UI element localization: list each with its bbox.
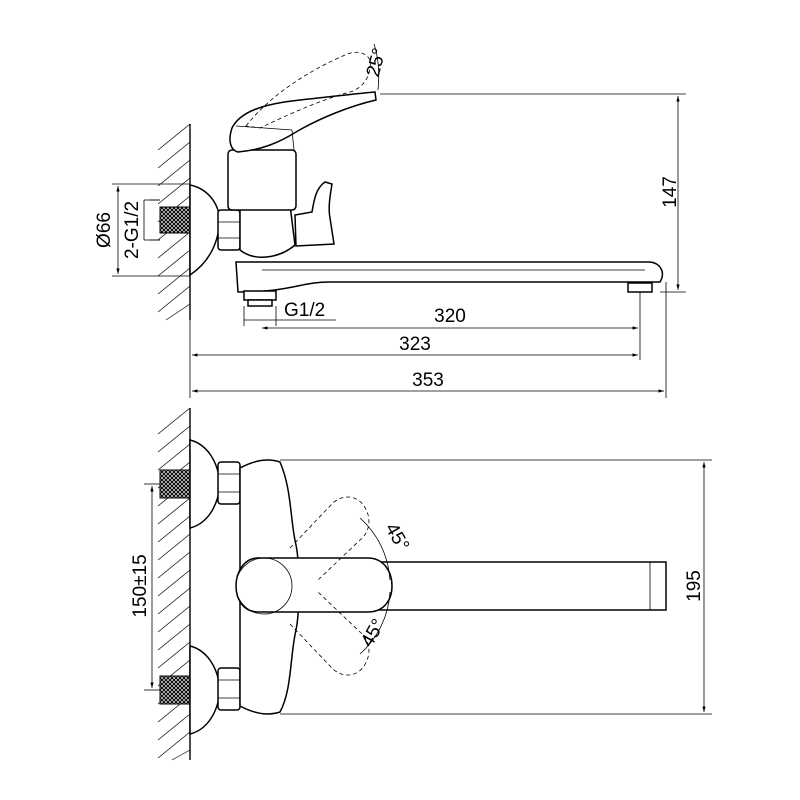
- dim-outlet-thread: G1/2: [243, 300, 336, 326]
- side-cartridge-housing: [227, 149, 297, 211]
- front-lower-inlet: [159, 645, 241, 735]
- front-view: 45° 45° 150±15 195: [130, 407, 712, 761]
- side-diverter-knob: [294, 181, 335, 247]
- height-label: 147: [660, 176, 681, 208]
- flange-diameter-label: Ø66: [94, 212, 115, 248]
- front-lever-rotated-up: [289, 496, 370, 581]
- front-lever-handle: [235, 557, 393, 613]
- outlet-thread-label: G1/2: [284, 300, 325, 321]
- spout-swivel-label: 195: [684, 570, 705, 602]
- overall-length-label: 353: [412, 370, 444, 391]
- front-upper-inlet: [159, 439, 241, 529]
- side-wall-flange: [189, 184, 221, 277]
- inlet-spacing-label: 150±15: [130, 554, 151, 617]
- side-outlet-nut: [243, 290, 277, 307]
- dim-axis-to-outlet: 323: [189, 320, 638, 398]
- side-coupling-nut: [217, 209, 241, 251]
- side-lever-tilted-outline: [245, 51, 371, 129]
- dim-inlet-thread: 2-G1/2: [122, 199, 160, 259]
- side-view: Ø66 2-G1/2 25° 147 G1/2: [94, 43, 686, 398]
- angle-upper-label: 45°: [380, 520, 413, 555]
- front-lever-rotated-down: [289, 591, 370, 676]
- spout-reach-label: 320: [434, 306, 466, 327]
- side-lever-handle: [229, 91, 377, 153]
- inlet-thread-label: 2-G1/2: [122, 201, 143, 259]
- side-aerator: [627, 282, 653, 293]
- dim-spout-swivel: 195: [280, 459, 712, 715]
- side-spout: [235, 261, 664, 293]
- front-wall: [157, 407, 191, 761]
- angle-lower-label: 45°: [357, 616, 390, 651]
- dim-spout-reach: 320: [262, 292, 641, 360]
- dim-height: 147: [380, 93, 686, 293]
- axis-to-outlet-label: 323: [399, 334, 431, 355]
- dim-flange-diameter: Ø66: [94, 183, 190, 277]
- dim-inlet-spacing: 150±15: [130, 483, 160, 691]
- dim-overall-length: 353: [192, 282, 667, 398]
- side-inlet-connector: [150, 199, 191, 241]
- lever-tilt-angle-label: 25°: [363, 46, 391, 79]
